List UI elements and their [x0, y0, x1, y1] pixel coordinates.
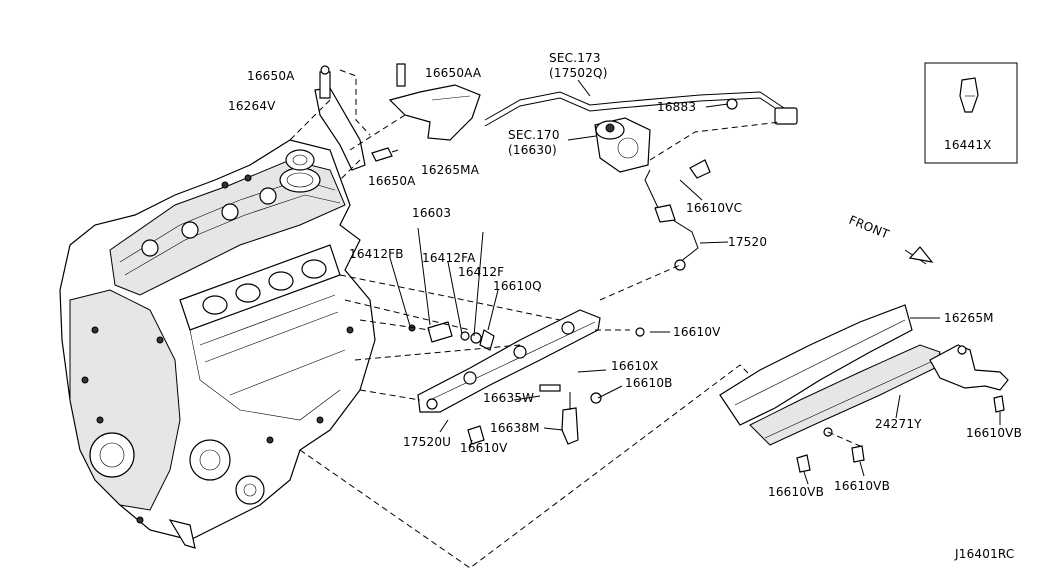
label-16412FA: 16412FA	[422, 251, 476, 265]
diagram-code: J16401RC	[954, 547, 1014, 561]
cover-16265M-drawing	[719, 304, 941, 446]
label-16630: (16630)	[508, 143, 557, 157]
label-16883: 16883	[657, 100, 696, 114]
label-16610Q: 16610Q	[493, 279, 542, 293]
label-sec173: SEC.173	[549, 51, 601, 65]
sensor-16638M-drawing	[539, 384, 579, 445]
label-17502Q: (17502Q)	[549, 66, 608, 80]
label-16650A-bottom: 16650A	[368, 174, 416, 188]
injector-16603-drawing	[408, 321, 495, 351]
label-16638M: 16638M	[490, 421, 540, 435]
label-16610VC: 16610VC	[686, 201, 742, 215]
label-16635W: 16635W	[483, 391, 534, 405]
label-16412F: 16412F	[458, 265, 504, 279]
label-16610V-right: 16610V	[673, 325, 721, 339]
label-16441X: 16441X	[944, 138, 992, 152]
label-16264V: 16264V	[228, 99, 276, 113]
inset-box-16441X	[924, 62, 1018, 164]
fuel-pipe-17520-drawing	[644, 159, 711, 271]
label-16650AA: 16650AA	[425, 66, 482, 80]
label-16265MA: 16265MA	[421, 163, 480, 177]
label-sec170: SEC.170	[508, 128, 560, 142]
front-arrow	[904, 246, 934, 265]
label-17520: 17520	[728, 235, 767, 249]
label-16610B: 16610B	[625, 376, 673, 390]
engine-block-drawing	[59, 139, 376, 549]
front-label: FRONT	[847, 213, 892, 242]
label-16650A-top: 16650A	[247, 69, 295, 83]
label-24271Y: 24271Y	[875, 417, 922, 431]
label-16265M: 16265M	[944, 311, 994, 325]
bolt-16650A-drawing	[371, 147, 399, 162]
bracket-16264V-drawing	[314, 65, 366, 171]
label-16412FB: 16412FB	[349, 247, 404, 261]
fuel-pump-sec170-drawing	[594, 117, 651, 173]
cover-16265MA-drawing	[388, 63, 481, 141]
bracket-24271Y-drawing	[929, 344, 1009, 391]
label-16603: 16603	[412, 206, 451, 220]
label-17520U: 17520U	[403, 435, 451, 449]
label-16610VB-right: 16610VB	[966, 426, 1022, 440]
fuel-hose-sec173-drawing	[484, 91, 798, 127]
label-16610X: 16610X	[611, 359, 659, 373]
label-16610V-bottom: 16610V	[460, 441, 508, 455]
label-16610VB-bottom-left: 16610VB	[768, 485, 824, 499]
label-16610VB-bottom-right: 16610VB	[834, 479, 890, 493]
